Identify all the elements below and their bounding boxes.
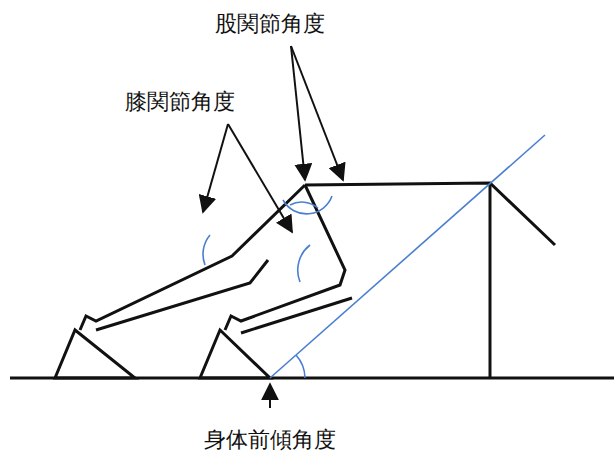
back-leg-upper-line	[80, 185, 305, 330]
hip-angle-arc	[283, 196, 332, 214]
hip-angle-arc	[290, 202, 318, 208]
angle-label: 身体前傾角度	[204, 427, 336, 453]
angle-label: 股関節角度	[215, 11, 325, 37]
leader-arrow	[228, 124, 292, 232]
leader-arrow	[291, 46, 343, 180]
shoulder-vertical	[489, 183, 492, 378]
knee-angle-arc	[203, 235, 210, 265]
knee-angle-arc	[298, 245, 310, 282]
front-leg-line	[225, 185, 345, 330]
front-foot	[200, 330, 270, 378]
lean-angle-arc	[296, 355, 305, 378]
angle-label: 膝関節角度	[125, 89, 235, 115]
leader-arrow	[203, 124, 228, 212]
leader-arrow	[269, 384, 271, 408]
trunk-lean-line	[270, 135, 545, 378]
back-foot	[55, 330, 135, 378]
front-shin-lower-line	[241, 298, 352, 333]
